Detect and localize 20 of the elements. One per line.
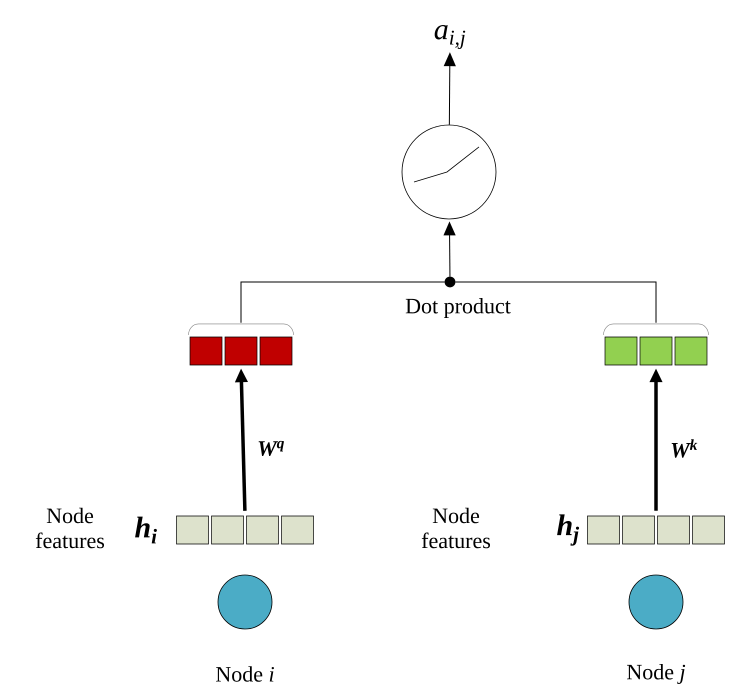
output-symbol: a$_{i,j}$ [434,25,466,49]
vector-symbol: h$_{j}$ [557,514,580,546]
weight-label: W$^{q}$ [258,440,284,456]
node-label: Node features [36,508,104,548]
node-circle [628,574,684,630]
node-label: Node j [627,664,686,684]
feature-vector [176,516,314,544]
connector-line [240,281,446,324]
operation-label: Dot product [406,298,511,318]
node-label: Node features [422,508,490,548]
query-vector [188,324,294,366]
junction-dot [444,276,456,288]
vector-symbol: h$_{i}$ [135,516,157,544]
node-circle [218,574,272,630]
node-activation-circle [402,124,496,220]
node-label: Node i [216,666,274,682]
connector-line [454,281,656,324]
weight-label: W$^{k}$ [672,439,698,458]
feature-vector [587,516,725,544]
key-vector [603,324,709,366]
